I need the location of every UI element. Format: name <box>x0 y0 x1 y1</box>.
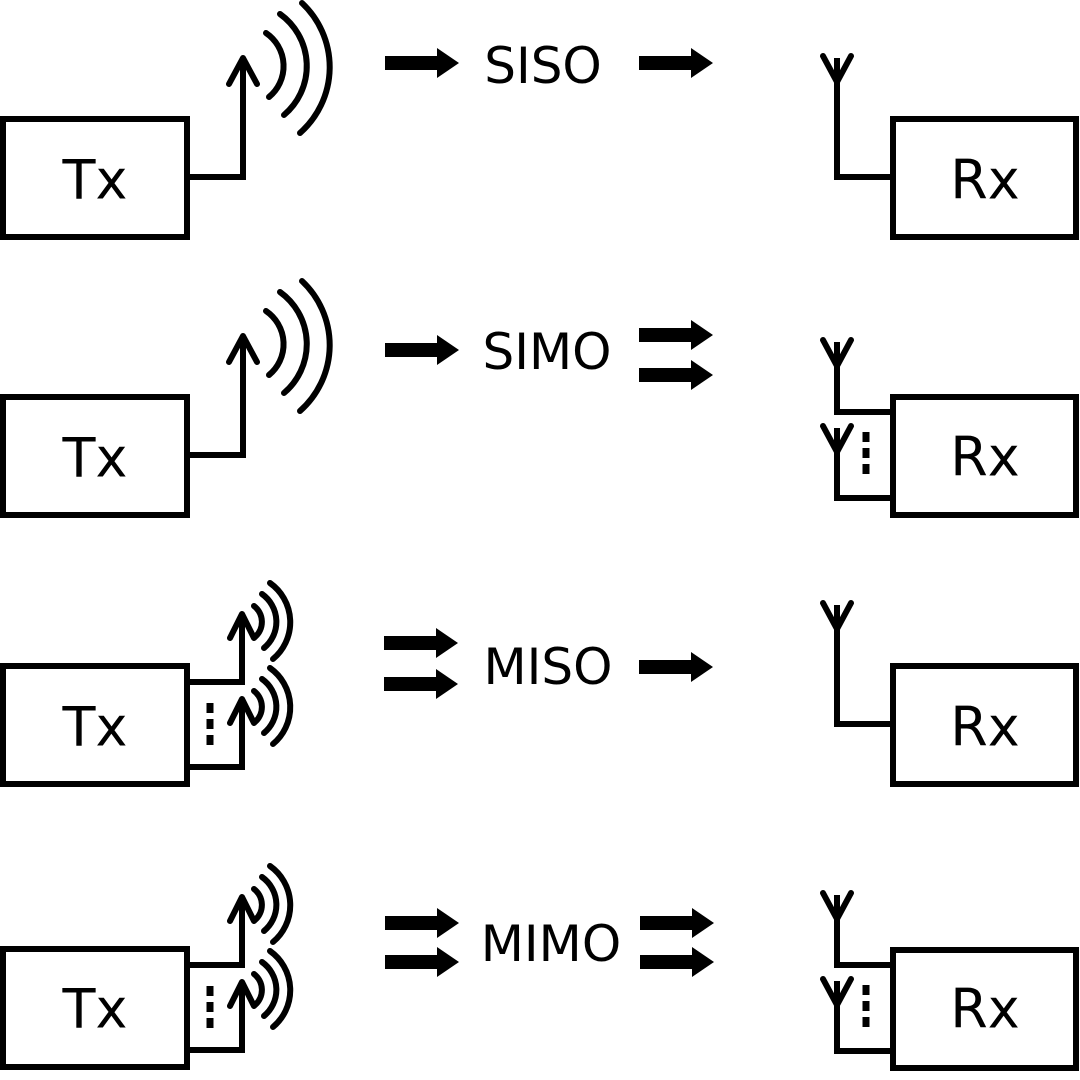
simo-output-arrow-icon <box>639 320 713 350</box>
mimo-rx-label: Rx <box>950 978 1019 1041</box>
miso-output-arrow-icon <box>639 652 713 682</box>
mimo-output-arrow-icon <box>640 908 714 938</box>
miso-input-arrow-icon <box>384 669 458 699</box>
siso-input-arrow-icon <box>385 48 459 78</box>
mimo-output-arrow-icon <box>640 947 714 977</box>
mimo-tx-device <box>3 866 290 1067</box>
simo-label: SIMO <box>483 323 612 381</box>
row-siso: Tx SISO Rx <box>3 3 1076 237</box>
siso-rx-label: Rx <box>950 149 1019 212</box>
mimo-input-arrow-icon <box>385 908 459 938</box>
miso-rx-label: Rx <box>950 696 1019 759</box>
simo-output-arrow-icon <box>639 360 713 390</box>
row-mimo: Tx MIMO Rx <box>3 866 1076 1068</box>
siso-tx-device <box>3 3 330 237</box>
miso-label: MISO <box>484 638 613 696</box>
siso-label: SISO <box>484 37 602 95</box>
miso-tx-label: Tx <box>62 696 128 759</box>
miso-input-arrow-icon <box>384 628 458 658</box>
mimo-tx-label: Tx <box>62 978 128 1041</box>
row-simo: Tx SIMO Rx <box>3 281 1076 515</box>
siso-output-arrow-icon <box>639 48 713 78</box>
mimo-input-arrow-icon <box>385 947 459 977</box>
miso-tx-device <box>3 583 290 784</box>
siso-tx-label: Tx <box>62 149 128 212</box>
mimo-label: MIMO <box>481 915 621 973</box>
simo-input-arrow-icon <box>385 335 459 365</box>
simo-tx-label: Tx <box>62 427 128 490</box>
simo-tx-device <box>3 281 330 515</box>
row-miso: Tx MISO Rx <box>3 583 1076 784</box>
simo-rx-label: Rx <box>950 426 1019 489</box>
